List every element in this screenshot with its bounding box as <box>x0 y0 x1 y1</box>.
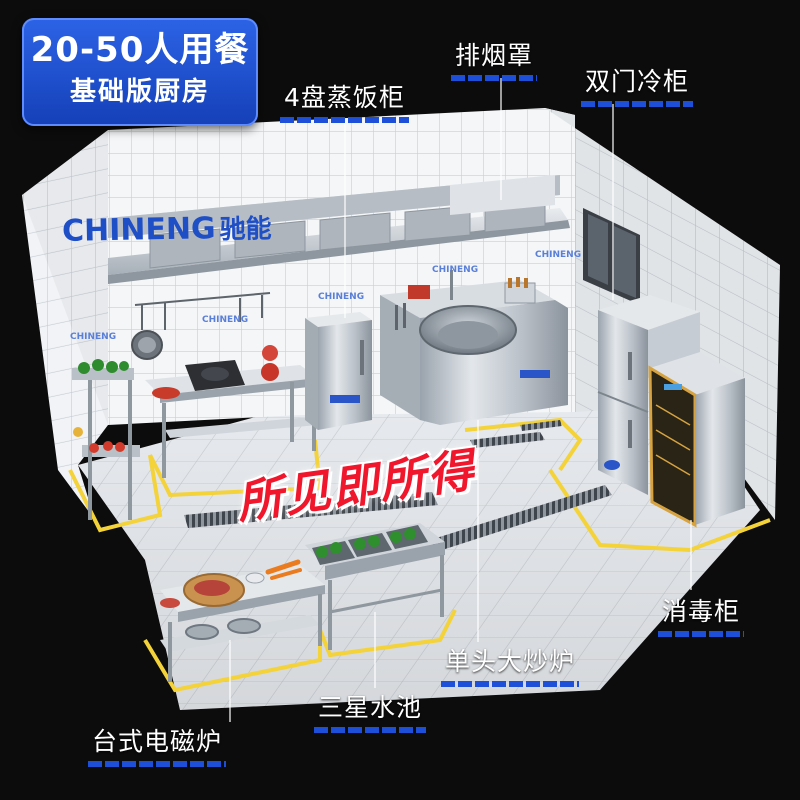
utensil-rail <box>134 292 271 330</box>
vegetable-rack <box>72 359 140 520</box>
callout-induction: 台式电磁炉 <box>87 727 227 767</box>
work-table-left <box>145 345 318 478</box>
callout-sterilizer: 消毒柜 <box>657 597 745 637</box>
brand-mini-mark: CHINENG <box>70 332 117 342</box>
callout-fridge: 双门冷柜 <box>580 67 694 107</box>
callout-exhaust-hood: 排烟罩 <box>450 41 538 81</box>
brand-mini-mark: CHINENG <box>202 315 249 325</box>
callout-sink: 三星水池 <box>313 693 427 733</box>
window <box>583 208 640 305</box>
three-compartment-sink <box>305 523 445 650</box>
sterilizing-cabinet <box>648 352 745 528</box>
front-prep-table <box>160 559 325 682</box>
steamer-cabinet <box>305 312 372 430</box>
badge-capacity: 20-50人用餐 <box>30 30 250 70</box>
callout-wok: 单头大炒炉 <box>440 647 580 687</box>
brand-mini-mark: CHINENG <box>535 250 582 260</box>
wok-stove <box>380 270 568 425</box>
capacity-badge: 20-50人用餐 基础版厨房 <box>22 18 258 126</box>
exhaust-hood <box>108 175 570 284</box>
badge-edition: 基础版厨房 <box>69 77 210 107</box>
left-wall <box>22 130 108 520</box>
brand-name-cn: 驰能 <box>219 214 272 246</box>
brand-mini-mark: CHINENG <box>318 292 365 302</box>
brand-mini-mark: CHINENG <box>432 265 479 275</box>
callout-steamer: 4盘蒸饭柜 <box>280 83 409 123</box>
callout-leaders <box>229 78 692 722</box>
floor-drain <box>184 492 438 528</box>
brand-name-en: CHINENG <box>61 211 216 249</box>
